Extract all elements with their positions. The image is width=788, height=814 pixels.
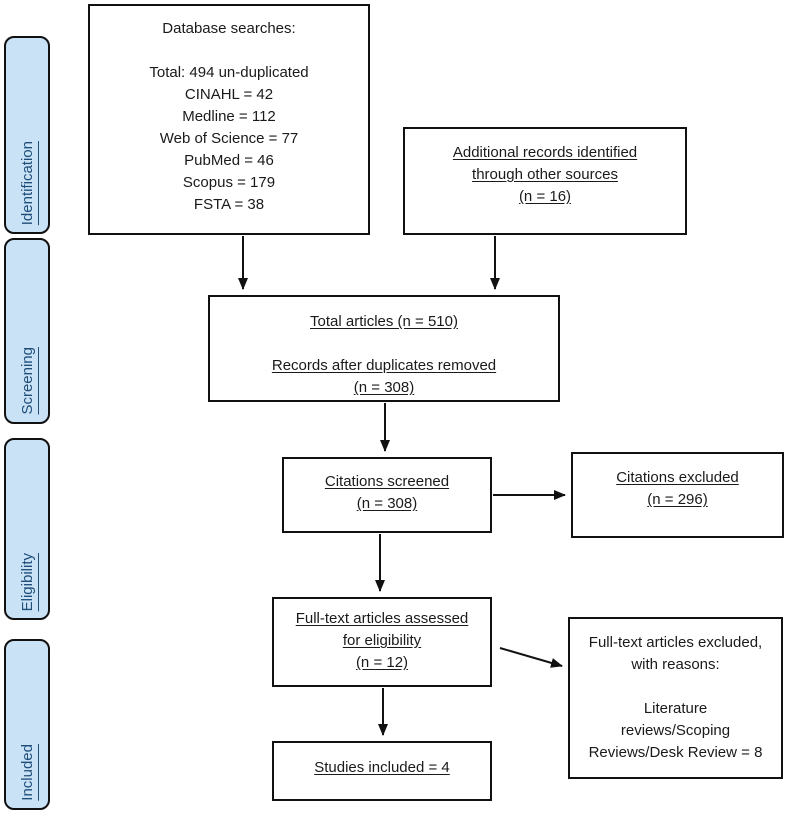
text-line: Medline = 112 xyxy=(182,108,276,125)
text-line: Full-text articles excluded, xyxy=(588,634,763,651)
box-additional-records: Additional records identified through ot… xyxy=(403,127,687,235)
text-line: Database searches: xyxy=(162,20,296,37)
box-fulltext-excluded: Full-text articles excluded, with reason… xyxy=(568,617,783,779)
stage-screening: Screening xyxy=(4,238,50,424)
text-line: Full-text articles assessed xyxy=(295,610,469,627)
text-line: (n = 308) xyxy=(356,495,418,512)
text-line: (n = 296) xyxy=(647,491,708,508)
stage-included-label: Included xyxy=(18,744,36,801)
stage-screening-label: Screening xyxy=(18,347,36,415)
text-line: FSTA = 38 xyxy=(193,196,265,213)
text-line: (n = 12) xyxy=(355,654,409,671)
text-line: for eligibility xyxy=(342,632,422,649)
text-line: Citations screened xyxy=(324,473,450,490)
text-line xyxy=(90,40,368,62)
stage-eligibility: Eligibility xyxy=(4,438,50,620)
text-line: Additional records identified xyxy=(452,144,638,161)
text-line: Records after duplicates removed xyxy=(271,357,497,374)
text-line: (n = 308) xyxy=(353,379,415,396)
text-line: through other sources xyxy=(472,166,618,183)
text-line: Reviews/Desk Review = 8 xyxy=(588,744,763,761)
box-studies-included: Studies included = 4 xyxy=(272,741,492,801)
stage-included: Included xyxy=(4,639,50,810)
text-line xyxy=(570,676,781,698)
text-line: CINAHL = 42 xyxy=(184,86,274,103)
stage-identification: Identification xyxy=(4,36,50,234)
box-citations-screened: Citations screened (n = 308) xyxy=(282,457,492,533)
text-line: Citations excluded xyxy=(616,469,739,486)
text-line xyxy=(210,333,558,355)
text-line: Scopus = 179 xyxy=(182,174,276,191)
stage-eligibility-label: Eligibility xyxy=(18,552,36,611)
stage-identification-label: Identification xyxy=(18,140,36,225)
text-line: with reasons: xyxy=(631,656,720,673)
arrow-fulltext-to-ftexcluded xyxy=(499,647,563,668)
box-total-articles: Total articles (n = 510) Records after d… xyxy=(208,295,560,402)
box-citations-excluded: Citations excluded (n = 296) xyxy=(571,452,784,538)
text-line: Web of Science = 77 xyxy=(159,130,299,147)
box-database-searches: Database searches: Total: 494 un-duplica… xyxy=(88,4,370,235)
text-line: Literature xyxy=(643,700,708,717)
text-line: Studies included = 4 xyxy=(314,759,450,776)
text-line: PubMed = 46 xyxy=(184,152,274,169)
box-fulltext-assessed: Full-text articles assessed for eligibil… xyxy=(272,597,492,687)
text-line: (n = 16) xyxy=(518,188,572,205)
text-line: reviews/Scoping xyxy=(620,722,731,739)
text-line: Total articles (n = 510) xyxy=(310,313,458,330)
text-line: Total: 494 un-duplicated xyxy=(149,64,309,81)
